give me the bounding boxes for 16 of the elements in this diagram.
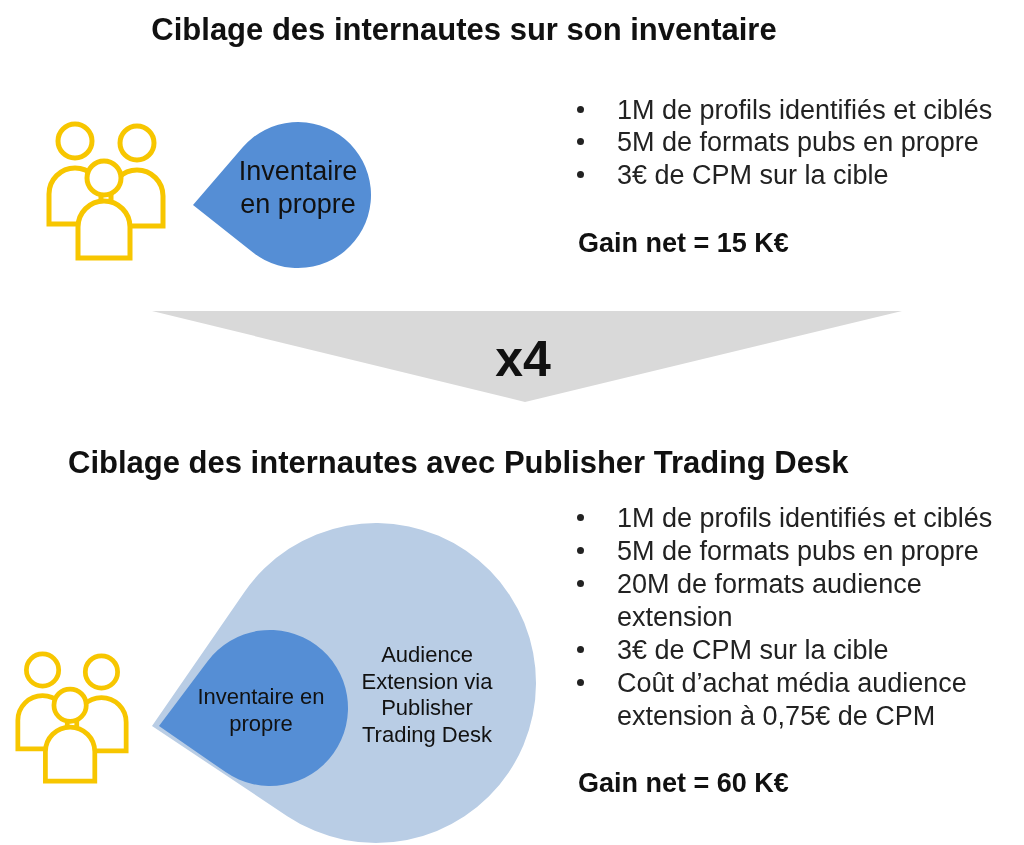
bullet-text: 1M de profils identifiés et ciblés	[617, 93, 993, 127]
bullet-text: 3€ de CPM sur la cible	[617, 633, 889, 667]
bullet-text: Coût d’achat média audience extension à 0,75€ de CPM	[617, 666, 968, 733]
result-text: Gain net = 60 K€	[578, 766, 789, 800]
bullet-text: 20M de formats audience extension	[617, 567, 923, 634]
teardrop-label: Audience Extension via Publisher Trading Desk	[360, 642, 494, 748]
multiplier-label: x4	[495, 331, 551, 387]
bullet-text: 1M de profils identifiés et ciblés	[617, 501, 993, 535]
bullet-text: 3€ de CPM sur la cible	[617, 158, 889, 192]
teardrop-label: Inventaire en propre	[237, 155, 359, 221]
section-heading: Ciblage des internautes sur son inventaire	[151, 12, 777, 48]
teardrop-label: Inventaire en propre	[196, 683, 326, 737]
result-text: Gain net = 15 K€	[578, 226, 789, 260]
bullet-text: 5M de formats pubs en propre	[617, 534, 979, 568]
section-heading: Ciblage des internautes avec Publisher Trading Desk	[68, 445, 849, 481]
bullet-text: 5M de formats pubs en propre	[617, 126, 979, 159]
